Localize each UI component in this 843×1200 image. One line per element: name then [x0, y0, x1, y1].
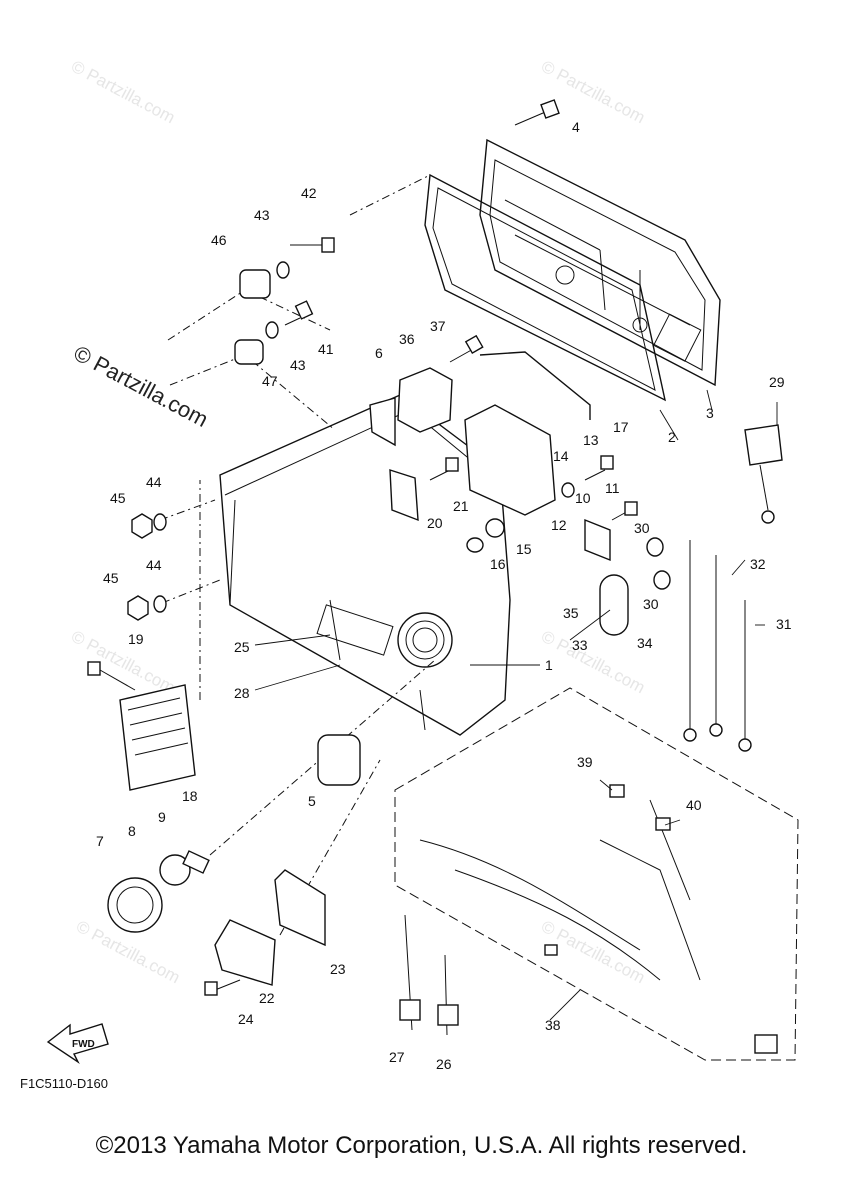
watermark-text: © Partzilla.com: [538, 57, 648, 128]
callout: 40: [686, 797, 702, 813]
module-parts: [107, 351, 783, 986]
callout: 41: [318, 341, 334, 357]
watermark-text: © Partzilla.com: [538, 627, 648, 698]
callout: 3: [706, 405, 714, 421]
callout: 23: [330, 961, 346, 977]
callout: 44: [146, 557, 162, 573]
callout: 37: [430, 318, 446, 334]
callout: 12: [551, 517, 567, 533]
callout: 44: [146, 474, 162, 490]
callout: 10: [575, 490, 591, 506]
fwd-arrow: FWD: [46, 1023, 109, 1065]
callout: 45: [103, 570, 119, 586]
callout: 43: [290, 357, 306, 373]
callout: 1: [545, 657, 553, 673]
callout: 20: [427, 515, 443, 531]
callout: 29: [769, 374, 785, 390]
callout: 11: [605, 480, 620, 496]
callout: 46: [211, 232, 227, 248]
callout: 9: [158, 809, 166, 825]
callout: 19: [128, 631, 144, 647]
callout: 2: [668, 429, 676, 445]
callout: 31: [776, 616, 792, 632]
callout: 6: [375, 345, 383, 361]
small-parts: [127, 261, 671, 621]
callout: 42: [301, 185, 317, 201]
diagram-code: F1C5110-D160: [20, 1076, 108, 1091]
callout: 45: [110, 490, 126, 506]
callout: 43: [254, 207, 270, 223]
callout: 24: [238, 1011, 254, 1027]
callout: 30: [634, 520, 650, 536]
callout: 47: [262, 373, 278, 389]
screw-parts: [87, 99, 638, 996]
callout: 22: [259, 990, 275, 1006]
callout: 15: [516, 541, 532, 557]
watermark-text: © Partzilla.com: [68, 627, 178, 698]
callout: 28: [234, 685, 250, 701]
callout: 38: [545, 1017, 561, 1033]
callout: 35: [563, 605, 579, 621]
callout: 4: [572, 119, 580, 135]
callout: 14: [553, 448, 569, 464]
callout: 17: [613, 419, 629, 435]
cover-plate: [479, 138, 721, 387]
callout: 36: [399, 331, 415, 347]
callout: 13: [583, 432, 599, 448]
fwd-label: FWD: [72, 1039, 95, 1050]
callout: 34: [637, 635, 653, 651]
callout: 39: [577, 754, 593, 770]
callout: 5: [308, 793, 316, 809]
callout: 30: [643, 596, 659, 612]
copyright-notice: ©2013 Yamaha Motor Corporation, U.S.A. A…: [95, 1132, 748, 1159]
cable-parts: [399, 464, 778, 1054]
callout: 32: [750, 556, 766, 572]
callout: 7: [96, 833, 104, 849]
watermark-text: © Partzilla.com: [68, 57, 178, 128]
callout: 26: [436, 1056, 452, 1072]
electrical-box: [219, 394, 511, 736]
callout: 25: [234, 639, 250, 655]
callout: 21: [453, 498, 469, 514]
callout: 27: [389, 1049, 405, 1065]
callout: 8: [128, 823, 136, 839]
gasket: [424, 173, 666, 402]
leader-lines: [254, 389, 778, 1021]
watermark-primary: © Partzilla.com: [70, 340, 213, 432]
callout: 18: [182, 788, 198, 804]
callout: 33: [572, 637, 588, 653]
callout: 16: [490, 556, 506, 572]
callout-labels: 1 2 3 4 5 6 7 8 9 10 11 12 13 14 15 16 1…: [96, 119, 792, 1072]
